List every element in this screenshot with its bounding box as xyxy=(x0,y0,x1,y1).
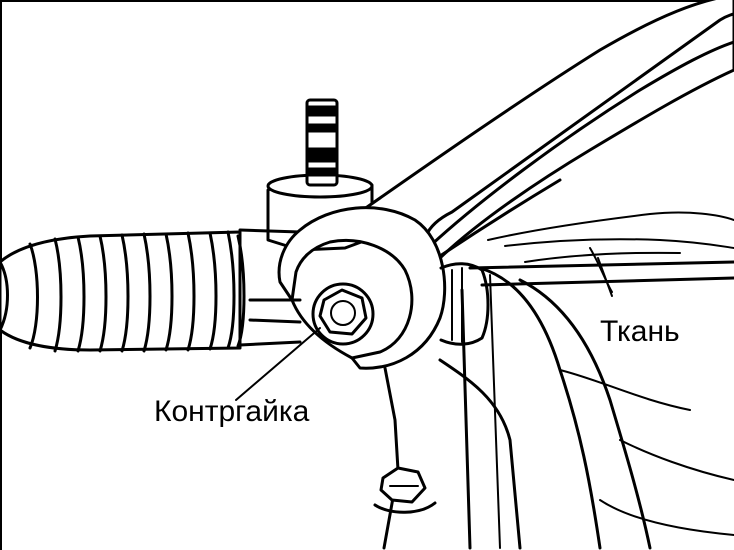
locknut-leader-line xyxy=(235,327,321,401)
cloth xyxy=(487,211,734,293)
locknut xyxy=(311,282,375,346)
rubber-boot xyxy=(0,230,246,353)
cloth-leader-line xyxy=(597,257,613,297)
rack-tube xyxy=(238,228,734,347)
tie-rod xyxy=(439,262,490,346)
locknut-label: Контргайка xyxy=(154,395,310,428)
leader-lines xyxy=(235,257,613,401)
housing-bolt xyxy=(373,466,437,514)
rack-housing-body xyxy=(382,266,734,550)
cloth-label: Ткань xyxy=(600,315,680,348)
wrench xyxy=(277,0,734,370)
